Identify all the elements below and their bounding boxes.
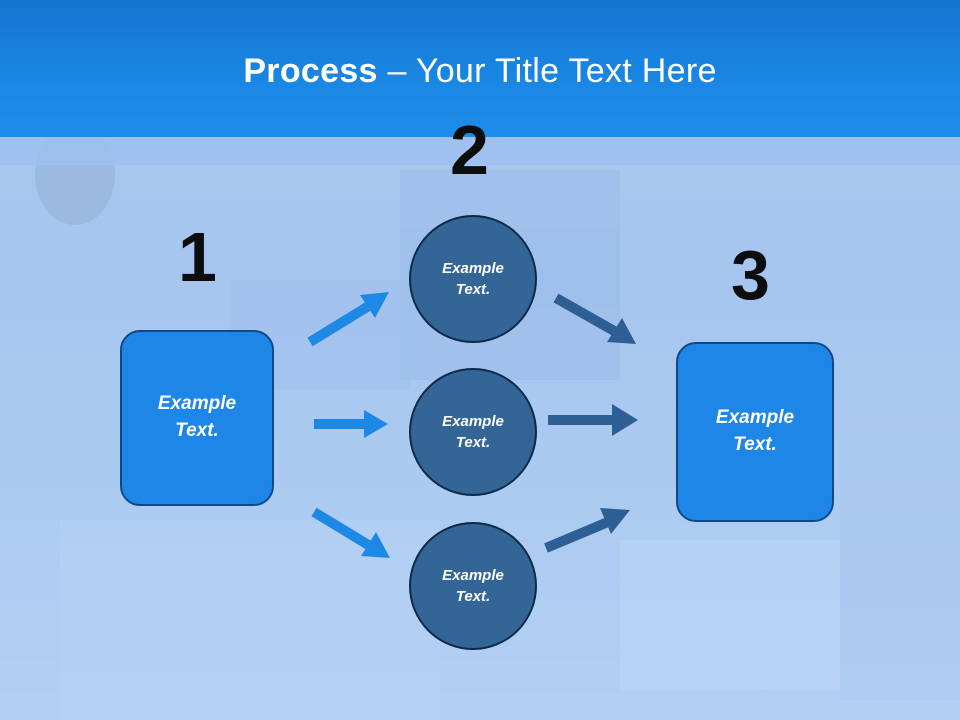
arrow-from-circle-bottom bbox=[544, 508, 630, 553]
circle-top: Example Text. bbox=[409, 215, 537, 343]
title-bar bbox=[0, 0, 960, 137]
step-1-label: Example Text. bbox=[157, 393, 237, 441]
title-bold: Process bbox=[243, 52, 378, 90]
bg-truck-right bbox=[620, 540, 840, 690]
step-3-box: Example Text. bbox=[676, 342, 834, 522]
slide-title: Process – Your Title Text Here bbox=[0, 52, 960, 91]
arrow-to-circle-top bbox=[307, 292, 389, 347]
step-number-3: 3 bbox=[731, 236, 770, 314]
circle-bottom: Example Text. bbox=[409, 522, 537, 650]
circle-bottom-label: Example Text. bbox=[442, 567, 504, 605]
header-strip bbox=[0, 137, 960, 165]
step-3-label: Example Text. bbox=[715, 407, 795, 455]
bg-crane bbox=[840, 400, 960, 700]
circle-middle: Example Text. bbox=[409, 368, 537, 496]
step-number-1: 1 bbox=[178, 218, 217, 296]
circle-middle-label: Example Text. bbox=[442, 413, 504, 451]
arrow-to-circle-middle bbox=[314, 410, 388, 438]
circle-top-label: Example Text. bbox=[442, 260, 504, 298]
arrow-to-circle-bottom bbox=[311, 507, 390, 558]
step-number-2: 2 bbox=[450, 111, 489, 189]
step-1-box: Example Text. bbox=[120, 330, 274, 506]
title-rest: – Your Title Text Here bbox=[377, 52, 717, 90]
arrow-from-circle-middle bbox=[548, 404, 638, 436]
arrow-from-circle-top bbox=[553, 293, 636, 344]
